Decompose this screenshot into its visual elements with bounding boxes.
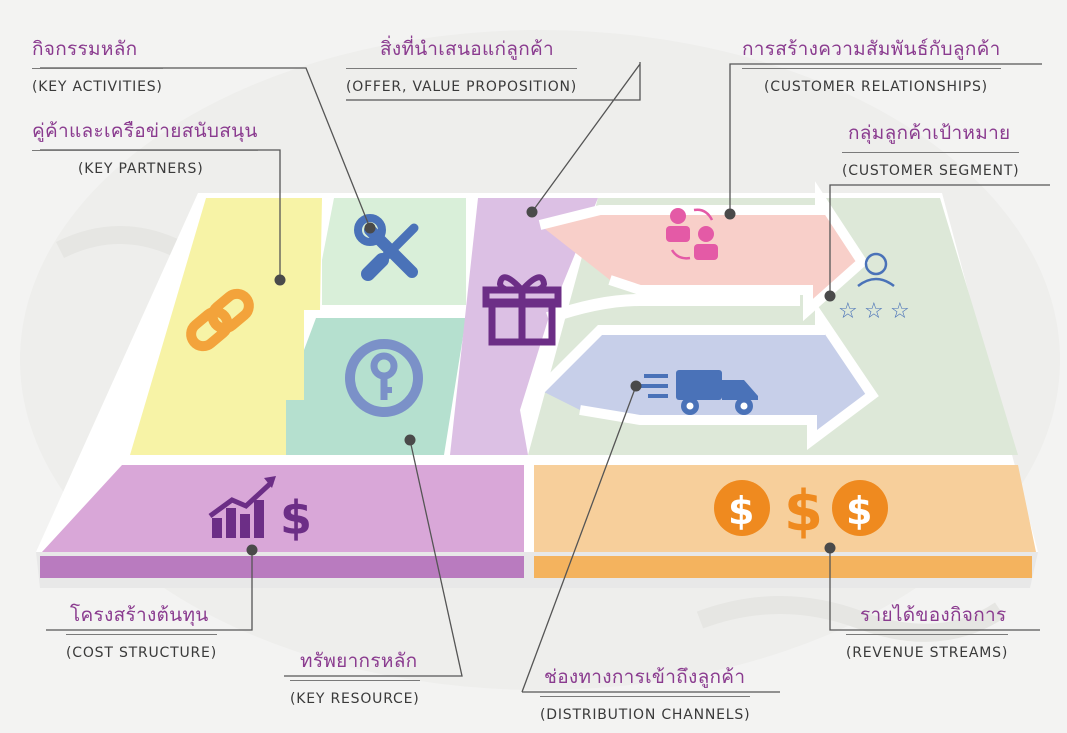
cost-structure-edge <box>40 556 524 578</box>
label-underline <box>66 634 217 635</box>
distribution-channels-eng: (DISTRIBUTION CHANNELS) <box>540 707 751 723</box>
revenue-streams-thai: รายได้ของกิจการ <box>860 604 1007 626</box>
gift-icon <box>482 274 562 346</box>
label-underline <box>540 696 751 697</box>
offer-eng: (OFFER, VALUE PROPOSITION) <box>346 79 578 95</box>
people-relationship-icon <box>666 208 718 260</box>
label-underline <box>842 152 1020 153</box>
revenue-streams-label: รายได้ของกิจการ (REVENUE STREAMS) <box>846 600 1009 661</box>
label-underline <box>742 68 1001 69</box>
dollar-icon: $ <box>728 489 754 533</box>
connector-dots <box>246 206 836 556</box>
key-activities-eng: (KEY ACTIVITIES) <box>32 79 163 95</box>
star-icon: ☆ <box>890 299 910 324</box>
key-resource-thai: ทรัพยากรหลัก <box>300 650 418 672</box>
chain-link-icon <box>186 288 254 352</box>
star-icon: ☆ <box>864 299 884 324</box>
customer-relationships-eng: (CUSTOMER RELATIONSHIPS) <box>764 79 988 95</box>
key-resource-eng: (KEY RESOURCE) <box>290 691 420 707</box>
label-underline <box>346 68 578 69</box>
label-underline <box>32 150 258 151</box>
label-underline <box>846 634 1009 635</box>
key-activities-label: กิจกรรมหลัก (KEY ACTIVITIES) <box>32 34 163 95</box>
revenue-coins-icon: $ $ $ <box>714 479 888 544</box>
distribution-channels-label: ช่องทางการเข้าถึงลูกค้า (DISTRIBUTION CH… <box>540 662 751 723</box>
key-partners-thai: คู่ค้าและเครือข่ายสนับสนุน <box>32 120 258 142</box>
key-icon <box>345 339 423 417</box>
star-icon: ☆ <box>838 299 858 324</box>
cost-structure-thai: โครงสร้างต้นทุน <box>70 604 209 626</box>
customer-rating-icon: ☆ ☆ ☆ <box>838 252 910 324</box>
label-underline <box>32 68 163 69</box>
cost-growth-icon: $ <box>208 476 312 545</box>
customer-segment-thai: กลุ่มลูกค้าเป้าหมาย <box>848 122 1011 144</box>
key-resources-block <box>286 318 466 455</box>
revenue-streams-eng: (REVENUE STREAMS) <box>846 645 1009 661</box>
dollar-icon: $ <box>280 491 312 545</box>
customer-relationships-thai: การสร้างความสัมพันธ์กับลูกค้า <box>742 38 1001 60</box>
offer-label: สิ่งที่นำเสนอแก่ลูกค้า (OFFER, VALUE PRO… <box>346 34 578 95</box>
customer-segment-label: กลุ่มลูกค้าเป้าหมาย (CUSTOMER SEGMENT) <box>842 118 1020 179</box>
customer-segment-eng: (CUSTOMER SEGMENT) <box>842 163 1020 179</box>
center-divider <box>546 294 800 324</box>
wrench-screwdriver-icon <box>354 214 419 281</box>
distribution-channels-thai: ช่องทางการเข้าถึงลูกค้า <box>544 666 746 688</box>
revenue-streams-block <box>534 465 1036 552</box>
key-activities-thai: กิจกรรมหลัก <box>32 38 138 60</box>
key-partners-label: คู่ค้าและเครือข่ายสนับสนุน (KEY PARTNERS… <box>32 116 258 177</box>
cost-structure-label: โครงสร้างต้นทุน (COST STRUCTURE) <box>66 600 217 661</box>
dollar-icon: $ <box>846 489 872 533</box>
key-partners-eng: (KEY PARTNERS) <box>78 161 204 177</box>
customer-relationships-label: การสร้างความสัมพันธ์กับลูกค้า (CUSTOMER … <box>742 34 1001 95</box>
channels-arrow-border <box>536 301 879 450</box>
revenue-streams-edge <box>534 556 1032 578</box>
delivery-truck-icon <box>636 370 758 415</box>
offer-thai: สิ่งที่นำเสนอแก่ลูกค้า <box>380 38 555 60</box>
label-underline <box>290 680 420 681</box>
key-resource-label: ทรัพยากรหลัก (KEY RESOURCE) <box>290 646 420 707</box>
cost-structure-eng: (COST STRUCTURE) <box>66 645 217 661</box>
cost-structure-block <box>42 465 524 552</box>
dollar-icon: $ <box>784 479 823 544</box>
